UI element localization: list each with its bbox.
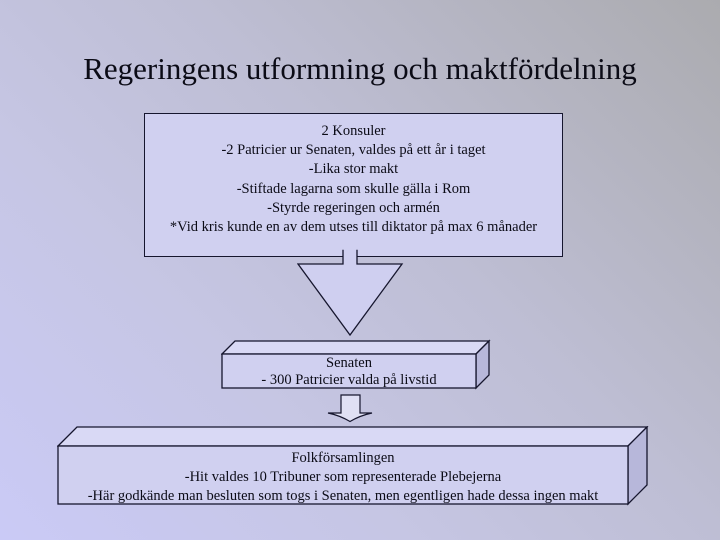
folkforsamlingen-line: Folkförsamlingen (291, 450, 395, 466)
big-down-arrow-icon (297, 249, 404, 336)
folkforsamlingen-cube-shape (57, 426, 649, 506)
konsuler-line: -Stiftade lagarna som skulle gälla i Rom (236, 180, 471, 197)
konsuler-line: 2 Konsuler (321, 123, 386, 139)
folkforsamlingen-line: -Här godkände man besluten som togs i Se… (87, 487, 599, 504)
slide-title: Regeringens utformning och maktfördelnin… (83, 51, 637, 86)
small-down-arrow-icon (327, 394, 373, 423)
konsuler-line: -Styrde regeringen och armén (267, 199, 440, 216)
senaten-line: - 300 Patricier valda på livstid (261, 371, 437, 388)
folkforsamlingen-box: Folkförsamlingen -Hit valdes 10 Tribuner… (58, 449, 628, 505)
senaten-cube-shape (221, 339, 491, 390)
konsuler-line: *Vid kris kunde en av dem utses till dik… (169, 219, 538, 236)
konsuler-box: 2 Konsuler -2 Patricier ur Senaten, vald… (144, 113, 563, 257)
folkforsamlingen-line: -Hit valdes 10 Tribuner som representera… (184, 468, 502, 485)
konsuler-line: -Lika stor makt (308, 161, 399, 178)
konsuler-line: -2 Patricier ur Senaten, valdes på ett å… (221, 142, 486, 159)
senaten-box: Senaten - 300 Patricier valda på livstid (222, 355, 476, 388)
senaten-line: Senaten (326, 355, 372, 371)
